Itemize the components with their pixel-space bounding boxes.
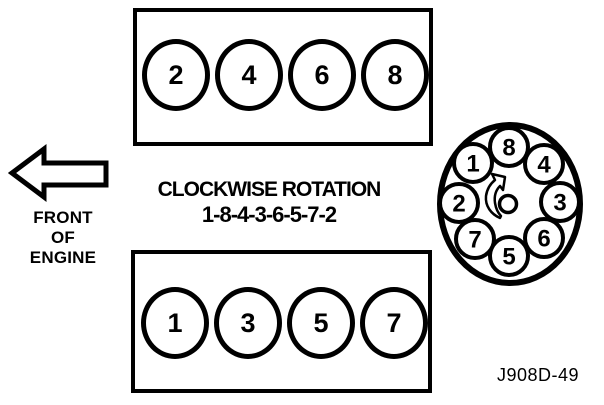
distributor-terminal: 4 bbox=[523, 143, 565, 185]
cylinder-circle: 2 bbox=[142, 39, 210, 111]
distributor-terminal: 5 bbox=[488, 235, 530, 277]
front-of-engine-label: FRONT OF ENGINE bbox=[14, 208, 112, 268]
cylinder-number: 3 bbox=[240, 307, 256, 338]
left-arrow-shape bbox=[8, 144, 109, 202]
cylinder-circle: 4 bbox=[215, 39, 283, 111]
distributor-terminal: 2 bbox=[438, 182, 480, 224]
cylinder-circle: 3 bbox=[214, 287, 282, 359]
cylinder-number: 4 bbox=[241, 59, 257, 90]
cylinder-bank-top: 2 4 6 8 bbox=[133, 8, 433, 146]
distributor-terminal: 3 bbox=[539, 181, 581, 223]
distributor-terminal: 7 bbox=[454, 218, 496, 260]
cylinder-circle: 6 bbox=[288, 39, 356, 111]
distributor-terminal: 8 bbox=[488, 126, 530, 168]
distributor-terminal: 1 bbox=[452, 142, 494, 184]
rotation-direction-label: CLOCKWISE ROTATION bbox=[157, 178, 382, 201]
terminal-number: 4 bbox=[537, 151, 551, 178]
cylinder-number: 7 bbox=[386, 307, 402, 338]
front-label-line: ENGINE bbox=[29, 248, 97, 267]
terminal-number: 7 bbox=[468, 226, 481, 253]
terminal-number: 1 bbox=[466, 150, 479, 177]
cylinder-bank-bottom: 1 3 5 7 bbox=[131, 250, 432, 393]
cylinder-circle: 5 bbox=[287, 287, 355, 359]
front-of-engine-arrow-icon bbox=[8, 144, 109, 202]
cylinder-number: 2 bbox=[168, 59, 184, 90]
terminal-number: 5 bbox=[502, 243, 515, 270]
cylinder-number: 5 bbox=[313, 307, 329, 338]
cylinder-number: 1 bbox=[167, 307, 183, 338]
rotor-center-circle bbox=[497, 193, 519, 215]
terminal-number: 6 bbox=[537, 225, 550, 252]
terminal-number: 3 bbox=[553, 189, 566, 216]
rotation-text-block: CLOCKWISE ROTATION 1-8-4-3-6-5-7-2 bbox=[134, 178, 404, 227]
clockwise-rotation-arrow-icon bbox=[484, 172, 507, 220]
figure-code: J908D-49 bbox=[496, 365, 580, 385]
cylinder-number: 6 bbox=[314, 59, 330, 90]
terminal-number: 2 bbox=[452, 190, 465, 217]
firing-order-text: 1-8-4-3-6-5-7-2 bbox=[201, 202, 337, 227]
cylinder-circle: 1 bbox=[141, 287, 209, 359]
front-label-line: FRONT bbox=[33, 208, 93, 227]
cylinder-circle: 7 bbox=[360, 287, 428, 359]
terminal-number: 8 bbox=[502, 134, 515, 161]
cylinder-number: 8 bbox=[387, 59, 403, 90]
distributor-terminal: 6 bbox=[523, 217, 565, 259]
distributor-cap-diagram: 8 4 3 6 5 7 2 1 bbox=[437, 122, 583, 286]
cylinder-circle: 8 bbox=[361, 39, 429, 111]
front-label-line: OF bbox=[50, 228, 75, 247]
